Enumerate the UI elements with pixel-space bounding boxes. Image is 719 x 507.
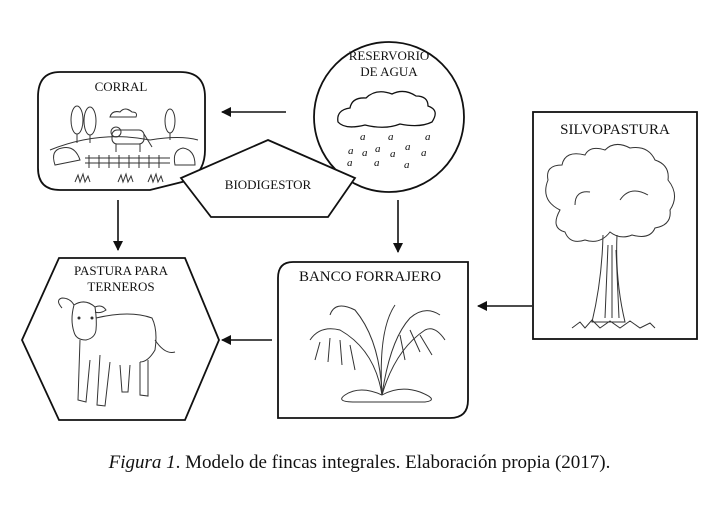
svg-text:a: a [347, 157, 353, 169]
node-banco-forrajero: BANCO FORRAJERO [277, 261, 469, 419]
svg-text:a: a [362, 147, 368, 159]
node-silvopastura: SILVOPASTURA [532, 111, 698, 340]
svg-text:a: a [388, 131, 394, 143]
biodigestor-label: BIODIGESTOR [225, 177, 312, 192]
svg-text:a: a [421, 147, 427, 159]
svg-text:a: a [425, 131, 431, 143]
svg-text:a: a [360, 131, 366, 143]
figure-caption: Figura 1. Modelo de fincas integrales. E… [0, 452, 719, 474]
reservorio-label-line1: RESERVORIO [349, 48, 430, 63]
banco-forrajero-label: BANCO FORRAJERO [299, 269, 441, 285]
svg-text:a: a [375, 143, 381, 155]
figure-caption-text: . Modelo de fincas integrales. Elaboraci… [175, 452, 611, 473]
node-corral: CORRAL [37, 71, 206, 191]
corral-label: CORRAL [95, 79, 148, 94]
figure-label: Figura 1 [108, 452, 176, 473]
tree-icon [545, 144, 675, 329]
svg-text:a: a [348, 145, 354, 157]
forage-plant-icon [309, 304, 446, 403]
svg-text:a: a [404, 159, 410, 171]
node-pastura-para-terneros: PASTURA PARA TERNEROS [21, 257, 220, 421]
node-biodigestor: BIODIGESTOR [179, 139, 357, 218]
silvopastura-label: SILVOPASTURA [560, 122, 670, 138]
pastura-label-line1: PASTURA PARA [74, 263, 169, 278]
svg-text:a: a [374, 157, 380, 169]
calf-icon [58, 297, 176, 407]
reservorio-label-line2: DE AGUA [360, 64, 418, 79]
svg-text:a: a [390, 148, 396, 160]
pastura-label-line2: TERNEROS [87, 279, 154, 294]
svg-text:a: a [405, 141, 411, 153]
farm-scene-icon [49, 105, 199, 184]
